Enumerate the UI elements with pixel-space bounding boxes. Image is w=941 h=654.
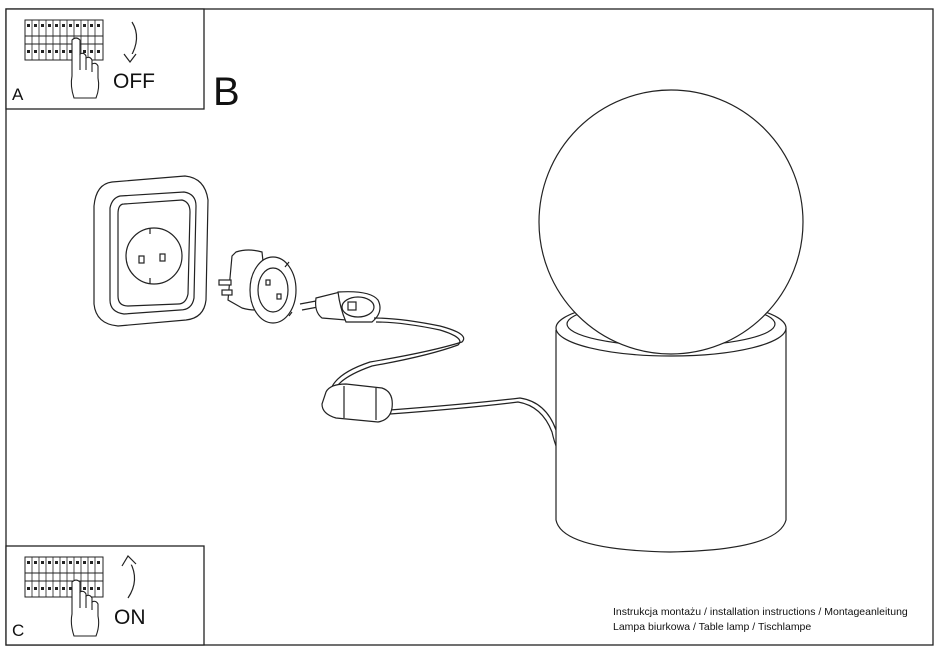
panel-a-state-label: OFF (113, 70, 155, 93)
inline-switch-icon (321, 383, 393, 423)
fuse-box-icon (24, 556, 104, 598)
footer-caption-line1: Instrukcja montażu / installation instru… (613, 606, 908, 618)
panel-c-letter: C (12, 621, 24, 640)
footer-caption-line2: Lampa biurkowa / Table lamp / Tischlampe (613, 621, 811, 633)
panel-b-letter: B (213, 70, 240, 114)
table-lamp-icon (538, 89, 804, 553)
power-plug-icon (299, 291, 381, 323)
panel-a: OFF A (5, 8, 205, 110)
hand-icon (70, 37, 100, 99)
rotate-arrow-icon (123, 21, 138, 63)
fuse-box-icon (24, 19, 104, 61)
plug-adapter-icon (218, 249, 297, 324)
outer-frame (5, 8, 934, 646)
panel-a-letter: A (12, 85, 24, 104)
wall-socket-icon (93, 175, 209, 327)
panel-c: ON C (5, 545, 205, 646)
rotate-arrow-icon (121, 555, 137, 599)
lamp-base-body (555, 328, 787, 553)
lamp-globe (538, 89, 804, 355)
panel-c-state-label: ON (114, 606, 146, 629)
hand-icon (70, 579, 100, 637)
